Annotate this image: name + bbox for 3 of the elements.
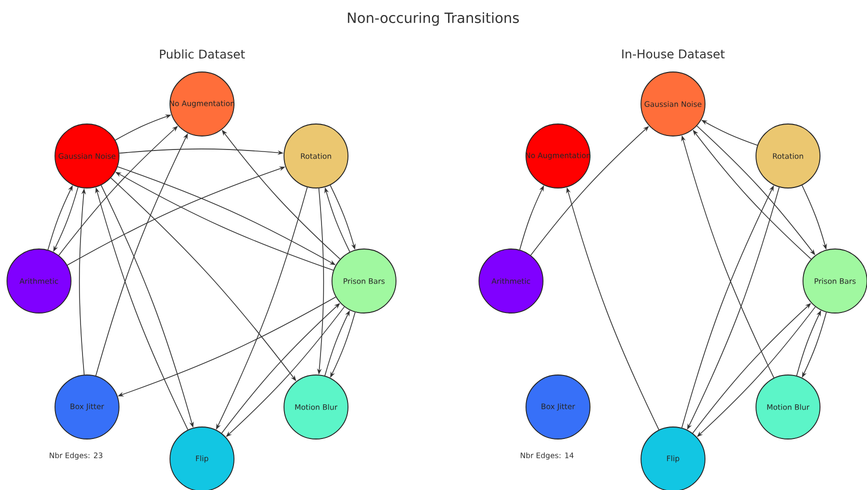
panel-title: In-House Dataset [622,50,725,58]
diagram-title: Non-occuring Transitions [348,12,519,26]
panel-title: Public Dataset [160,49,245,59]
